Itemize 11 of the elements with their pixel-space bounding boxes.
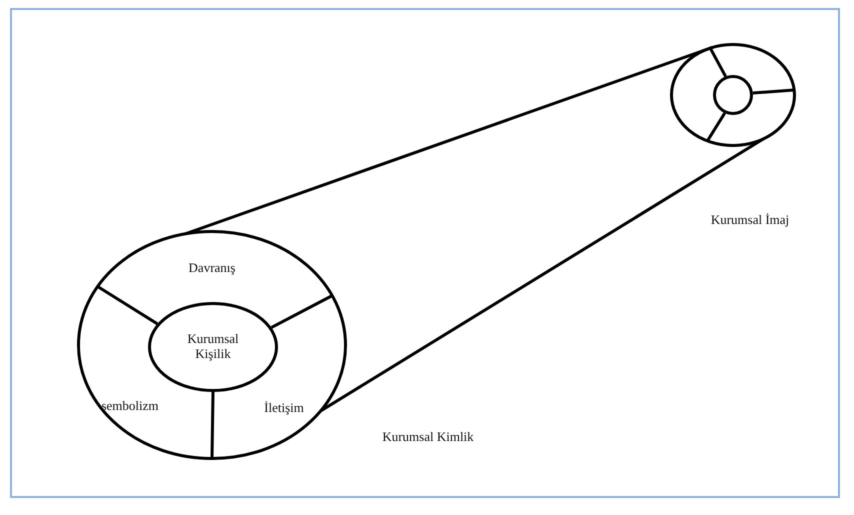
ellipse-label: Kurumsal Kişilik <box>186 332 240 362</box>
segment-label: İletişim <box>264 400 304 416</box>
small-inner-circle <box>713 75 753 115</box>
outer-ellipse <box>77 230 347 460</box>
caption-label: Kurumsal İmaj <box>710 212 790 228</box>
caption-label: Kurumsal Kimlik <box>382 430 474 444</box>
segment-label: Davranış <box>188 260 236 276</box>
connector-line <box>320 138 764 412</box>
segment-label: sembolizm <box>101 398 159 414</box>
small-outer-ellipse <box>670 43 796 147</box>
inner-ellipse <box>148 302 278 392</box>
